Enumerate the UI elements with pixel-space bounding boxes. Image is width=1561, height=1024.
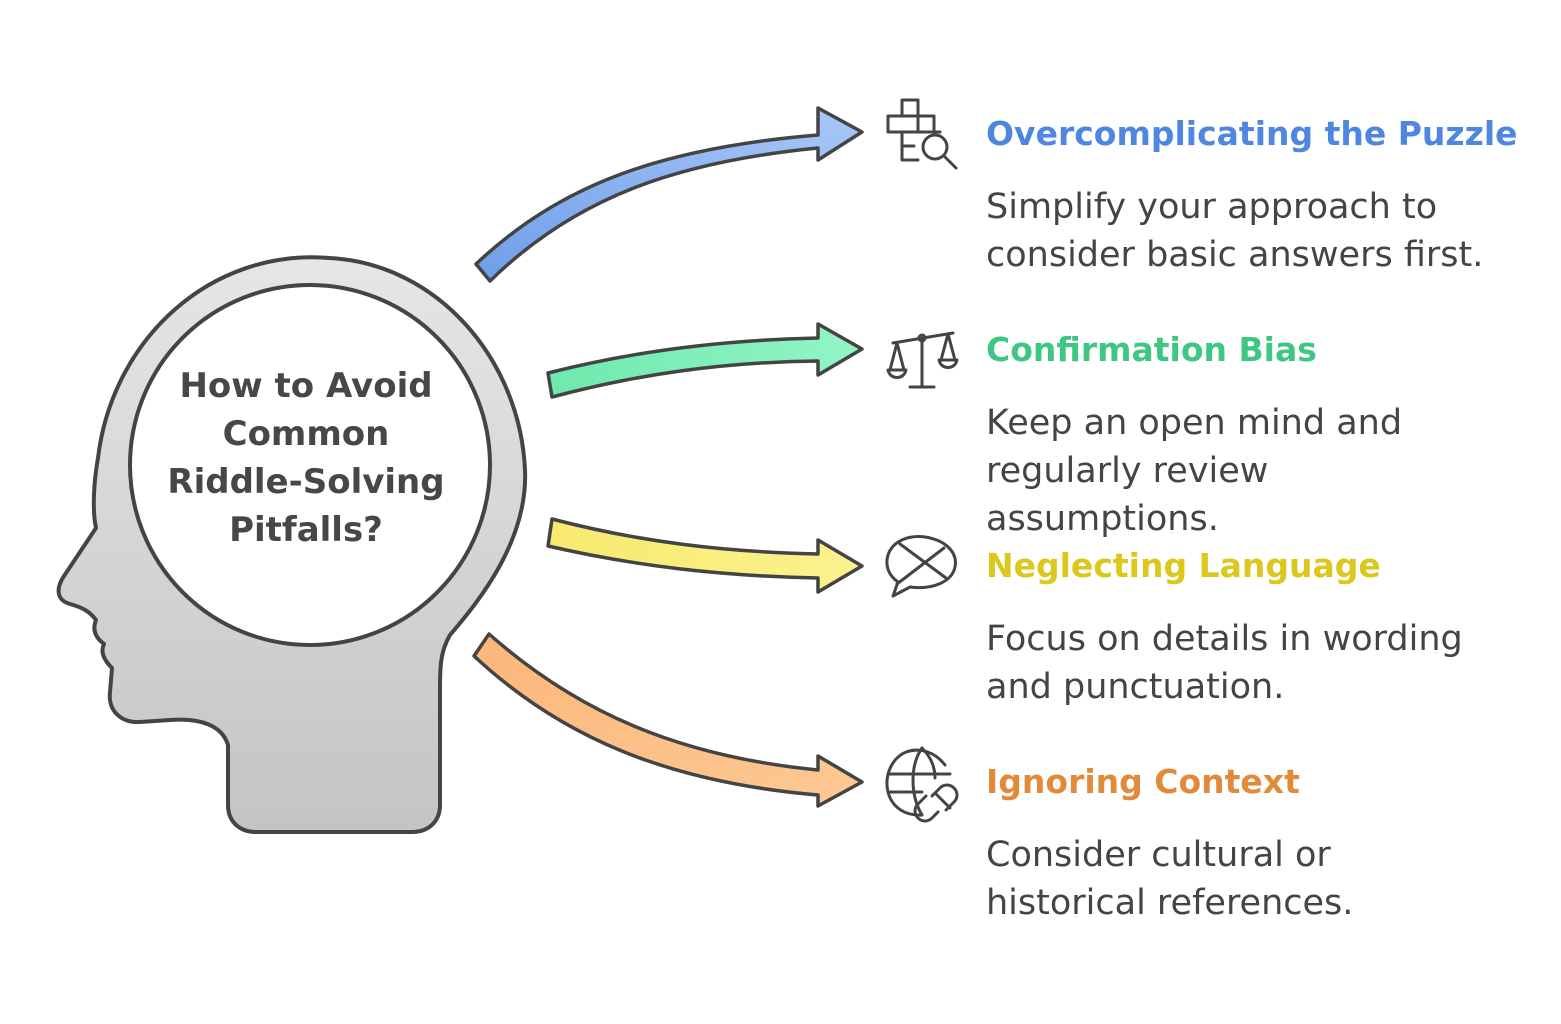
center-title-line: Riddle-Solving — [167, 462, 445, 502]
center-title-line: Pitfalls? — [229, 510, 383, 550]
item-title-neglecting-language: Neglecting Language — [986, 546, 1381, 585]
head-inner-circle — [128, 283, 492, 647]
speech-bubble-cross-icon — [885, 535, 957, 598]
item-desc-overcomplicating: Simplify your approach to consider basic… — [986, 183, 1526, 279]
item-title-overcomplicating: Overcomplicating the Puzzle — [986, 114, 1518, 153]
arrow-confirmation-bias — [546, 322, 864, 399]
item-desc-confirmation-bias: Keep an open mind and regularly review a… — [986, 399, 1526, 543]
item-desc-line: Consider cultural or — [986, 835, 1331, 875]
item-desc-line: Keep an open mind and — [986, 403, 1403, 443]
item-desc-line: consider basic answers first. — [986, 235, 1484, 275]
item-desc-line: historical references. — [986, 883, 1354, 923]
globe-broken-link-icon — [885, 746, 959, 823]
arrow-neglecting-language — [546, 517, 864, 594]
center-title-line: Common — [222, 414, 390, 454]
item-title-confirmation-bias: Confirmation Bias — [986, 330, 1317, 369]
arrow-overcomplicating — [474, 106, 864, 283]
item-desc-line: regularly review — [986, 451, 1269, 491]
puzzle-search-icon — [886, 98, 958, 170]
item-desc-ignoring-context: Consider cultural or historical referenc… — [986, 831, 1526, 927]
item-desc-line: assumptions. — [986, 499, 1219, 539]
balance-scale-icon — [886, 331, 959, 389]
item-desc-neglecting-language: Focus on details in wording and punctuat… — [986, 615, 1526, 711]
arrow-ignoring-context — [472, 632, 864, 808]
center-title: How to Avoid Common Riddle-Solving Pitfa… — [150, 362, 462, 554]
item-desc-line: Focus on details in wording — [986, 619, 1463, 659]
item-desc-line: Simplify your approach to — [986, 187, 1438, 227]
item-title-ignoring-context: Ignoring Context — [986, 762, 1300, 801]
item-desc-line: and punctuation. — [986, 667, 1285, 707]
center-title-line: How to Avoid — [179, 366, 433, 406]
